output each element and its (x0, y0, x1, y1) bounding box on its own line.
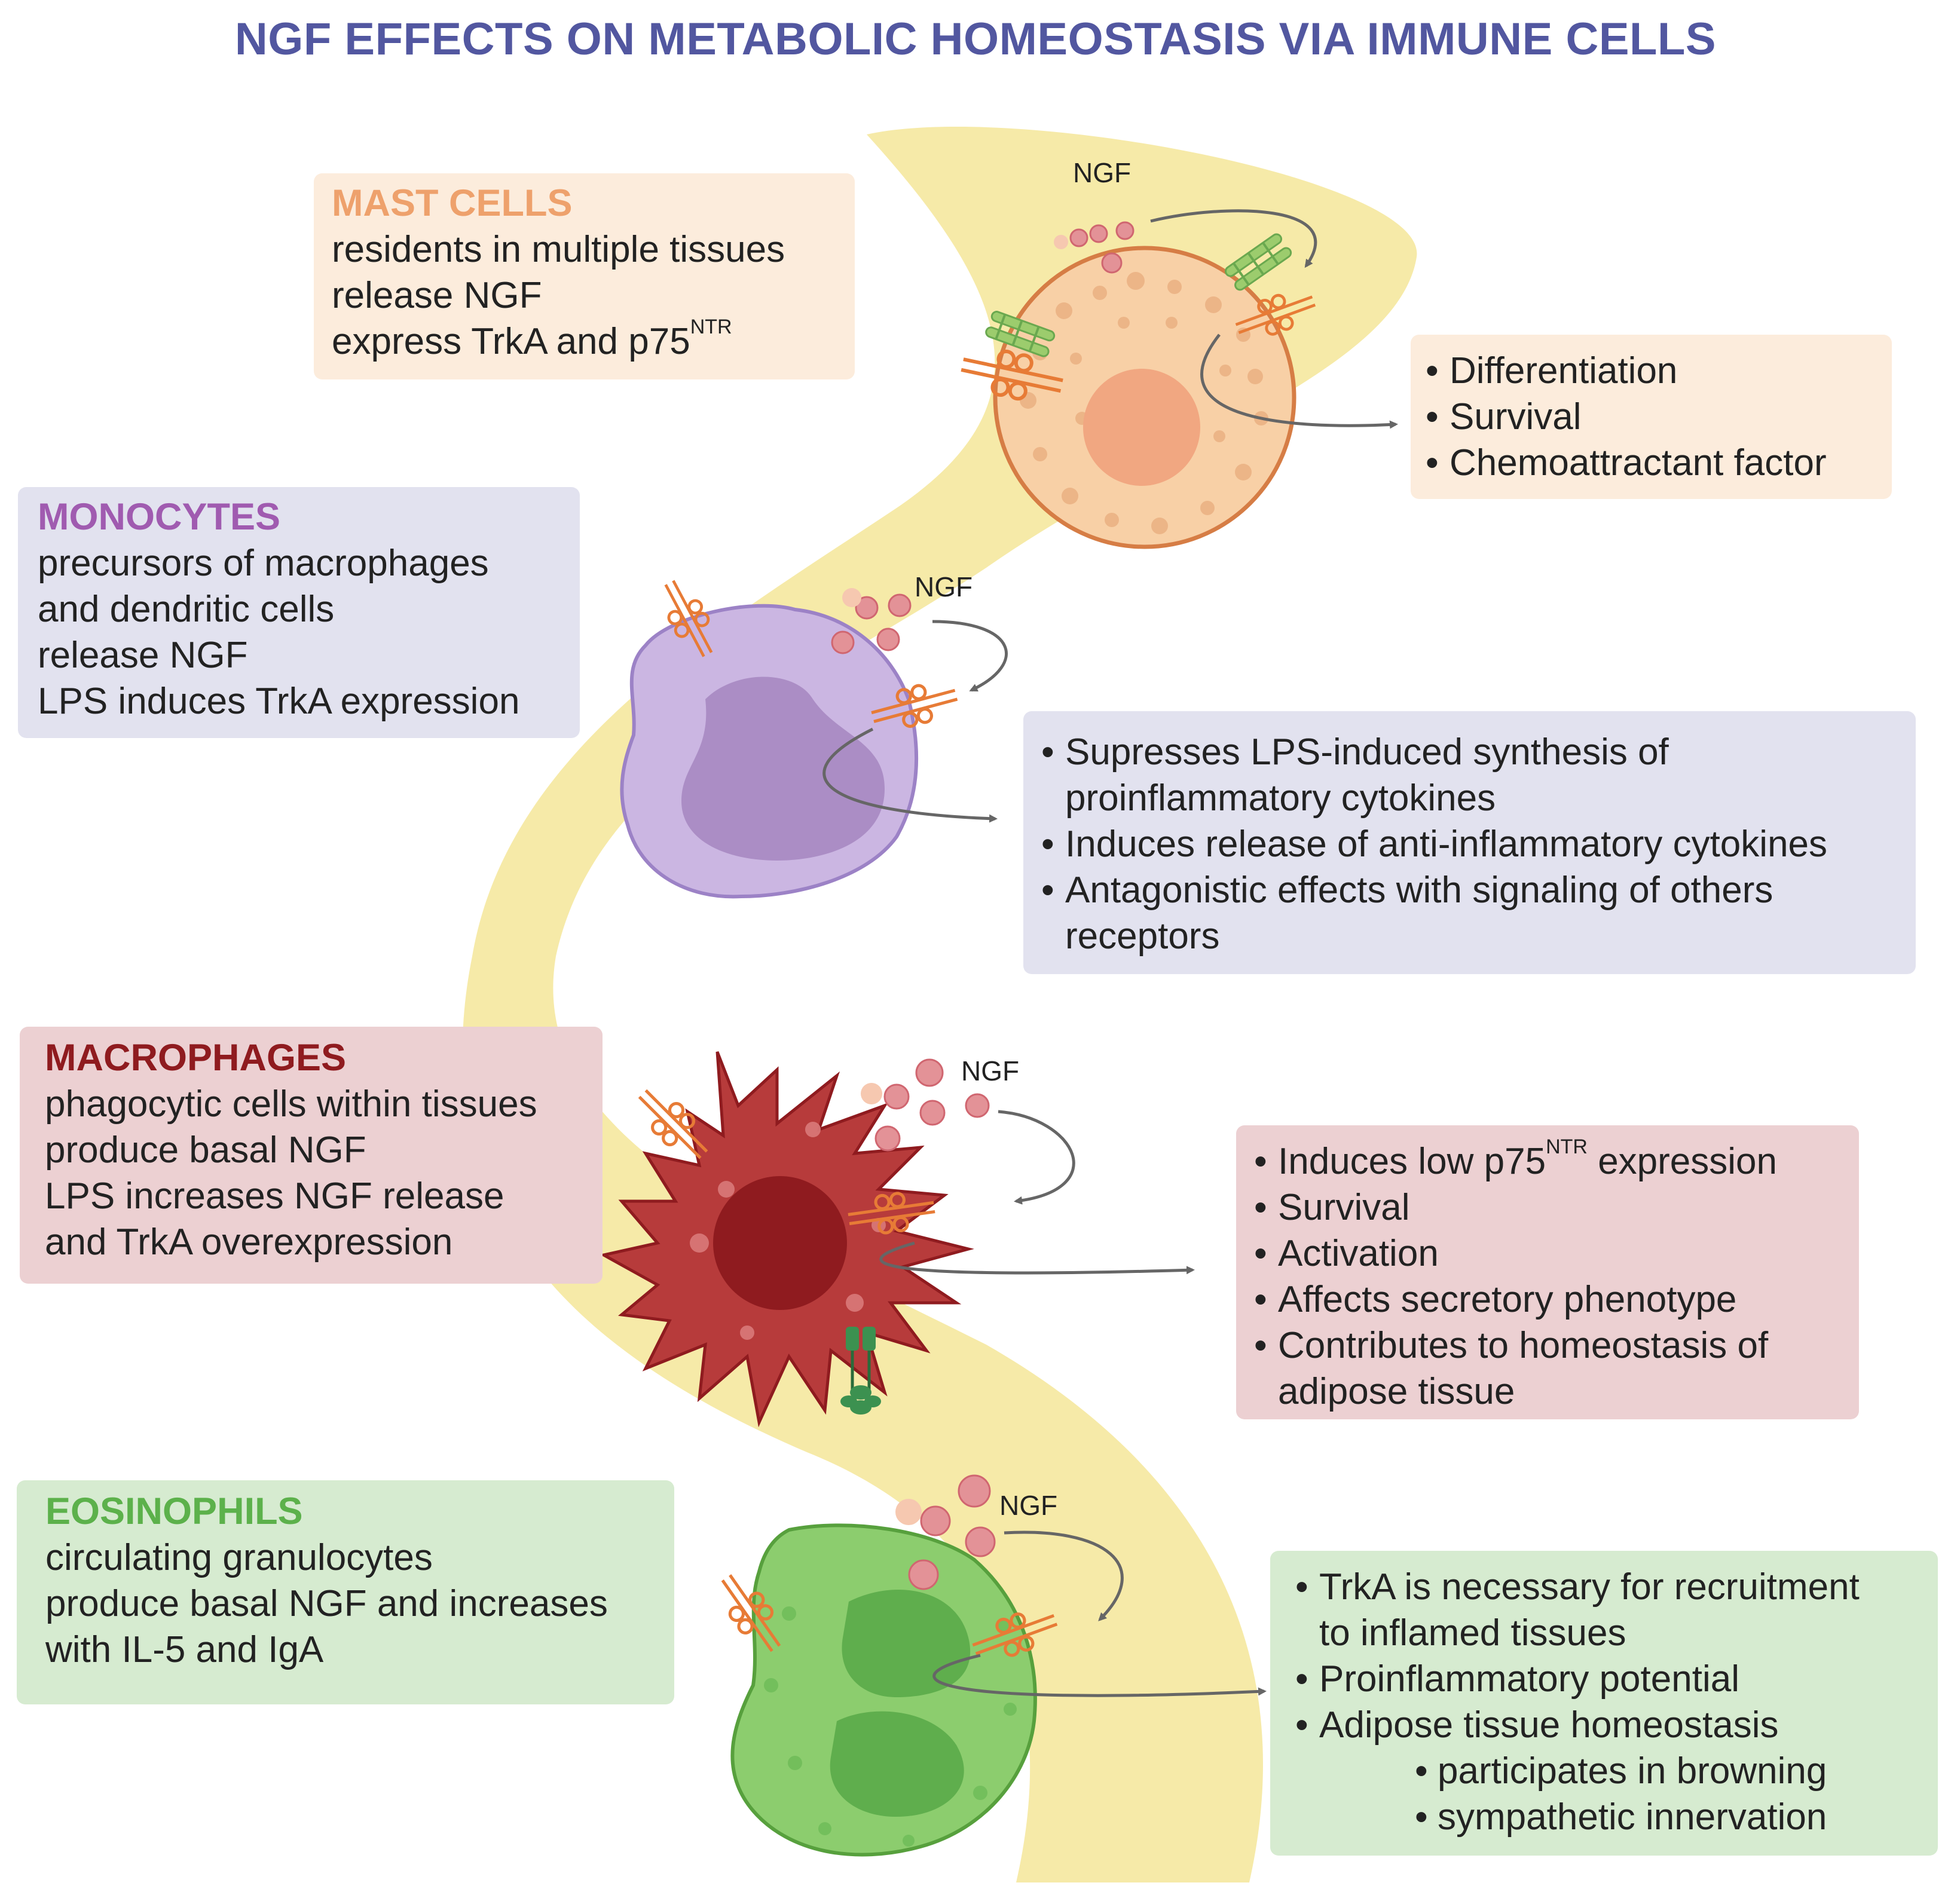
monocyte-effect-1-cont: proinflammatory cytokines (1065, 777, 1496, 819)
mast-effect-3-text: Chemoattractant factor (1450, 442, 1827, 483)
macrophages-heading: MACROPHAGES (45, 1037, 347, 1079)
bullet: • (1254, 1233, 1267, 1274)
mast-cells-heading: MAST CELLS (332, 182, 573, 224)
bullet: • (1041, 731, 1054, 773)
macrophages-line-2: produce basal NGF (45, 1129, 366, 1171)
eosinophils-box: EOSINOPHILS circulating granulocytes pro… (17, 1480, 674, 1704)
mast-effect-2: • Survival (1426, 394, 1892, 440)
macrophage-effect-2-text: Survival (1278, 1187, 1410, 1228)
monocytes-heading: MONOCYTES (38, 496, 281, 538)
mast-line-2: release NGF (332, 275, 542, 316)
macrophages-box: MACROPHAGES phagocytic cells within tiss… (20, 1027, 603, 1284)
mast-effects-box: • Differentiation • Survival • Chemoattract… (1411, 335, 1892, 499)
monocyte-effect-3: • Antagonistic effects with signaling of … (1041, 867, 1916, 913)
monocytes-effects-box: • Supresses LPS-induced synthesis of proi… (1023, 711, 1916, 974)
mast-effect-1-text: Differentiation (1450, 350, 1678, 391)
bullet: • (1295, 1704, 1308, 1746)
macrophage-effect-5-cont: adipose tissue (1278, 1371, 1515, 1412)
monocytes-line-2: and dendritic cells (38, 589, 335, 630)
macrophage-effect-1: • Induces low p75NTR expression (1254, 1135, 1859, 1184)
macrophages-line-4: and TrkA overexpression (45, 1222, 453, 1263)
eosinophils-heading: EOSINOPHILS (45, 1490, 303, 1532)
bullet: • (1254, 1141, 1267, 1182)
mast-line-3: express TrkA and p75NTR (332, 316, 855, 365)
bullet: • (1426, 396, 1439, 437)
macrophage-effect-4: • Affects secretory phenotype (1254, 1277, 1859, 1323)
macrophage-cell: NGF (600, 1051, 1195, 1428)
monocyte-cell: NGF (620, 571, 1008, 899)
monocyte-effect-3-text: Antagonistic effects with signaling of o… (1065, 870, 1773, 911)
mast-effect-1: • Differentiation (1426, 348, 1892, 394)
mast-line-1: residents in multiple tissues (332, 229, 785, 270)
macrophage-effect-1-sup: NTR (1546, 1135, 1588, 1158)
eosinophil-effect-3: • Adipose tissue homeostasis (1295, 1702, 1938, 1748)
monocytes-line-3: release NGF (38, 635, 248, 676)
macrophage-effect-3-text: Activation (1278, 1233, 1439, 1274)
monocytes-line-1: precursors of macrophages (38, 543, 489, 584)
monocyte-effect-2-text: Induces release of anti-inflammatory cyt… (1065, 824, 1828, 865)
mast-effect-2-text: Survival (1450, 396, 1582, 437)
monocyte-effect-2: • Induces release of anti-inflammatory cy… (1041, 821, 1916, 867)
eosinophils-line-2: produce basal NGF and increases (45, 1583, 608, 1624)
macrophage-effect-5-text: Contributes to homeostasis of (1278, 1325, 1769, 1366)
macrophages-effects-box: • Induces low p75NTR expression • Survival… (1236, 1125, 1859, 1419)
eosinophil-effect-2: • Proinflammatory potential (1295, 1656, 1938, 1702)
eosinophil-subeffect-2: •sympathetic innervation (1295, 1794, 1938, 1840)
eosinophil-effect-1: • TrkA is necessary for recruitment (1295, 1564, 1938, 1610)
eosinophil-subeffect-1: •participates in browning (1295, 1748, 1938, 1794)
monocyte-effect-1-text: Supresses LPS-induced synthesis of (1065, 731, 1669, 773)
monocyte-effect-1: • Supresses LPS-induced synthesis of (1041, 729, 1916, 775)
eosinophils-effects-box: • TrkA is necessary for recruitment to in… (1270, 1551, 1938, 1856)
macrophage-effect-1-text: Induces low p75 (1278, 1141, 1546, 1182)
eosinophil-subeffect-1-text: participates in browning (1438, 1750, 1827, 1792)
bullet: • (1041, 824, 1054, 865)
monocyte-effect-3-cont: receptors (1065, 916, 1220, 957)
bullet: • (1426, 350, 1439, 391)
bullet: • (1295, 1658, 1308, 1700)
macrophages-line-3: LPS increases NGF release (45, 1176, 504, 1217)
macrophage-effect-3: • Activation (1254, 1230, 1859, 1277)
monocytes-line-4: LPS induces TrkA expression (38, 681, 520, 722)
monocyte-ngf-label: NGF (915, 571, 973, 602)
mast-line-3-sup: NTR (690, 316, 732, 338)
mast-effect-3: • Chemoattractant factor (1426, 440, 1892, 486)
mast-cell: NGF (958, 157, 1398, 549)
mast-cells-box: MAST CELLS residents in multiple tissues… (314, 173, 855, 379)
bullet: • (1295, 1566, 1308, 1608)
macrophage-effect-4-text: Affects secretory phenotype (1278, 1279, 1737, 1320)
bullet: • (1254, 1279, 1267, 1320)
bullet: • (1415, 1796, 1428, 1838)
macrophage-effect-5: • Contributes to homeostasis of (1254, 1323, 1859, 1369)
mast-ngf-label: NGF (1073, 157, 1131, 188)
monocytes-box: MONOCYTES precursors of macrophages and … (18, 487, 580, 738)
eosinophil-effect-1-cont: to inflamed tissues (1319, 1612, 1626, 1654)
eosinophil-subeffect-2-text: sympathetic innervation (1438, 1796, 1827, 1838)
macrophage-effect-1-post: expression (1587, 1141, 1778, 1182)
bullet: • (1426, 442, 1439, 483)
eosinophil-effect-2-text: Proinflammatory potential (1319, 1658, 1739, 1700)
page-title: NGF EFFECTS ON METABOLIC HOMEOSTASIS VIA… (234, 14, 1717, 65)
bullet: • (1041, 870, 1054, 911)
bullet: • (1254, 1325, 1267, 1366)
mast-line-3-text: express TrkA and p75 (332, 321, 690, 362)
bullet: • (1415, 1750, 1428, 1792)
eosinophil-effect-3-text: Adipose tissue homeostasis (1319, 1704, 1779, 1746)
eosinophil-cell: NGF (711, 1474, 1267, 1857)
eosinophils-line-3: with IL-5 and IgA (45, 1629, 324, 1670)
macrophages-line-1: phagocytic cells within tissues (45, 1083, 537, 1125)
macrophage-ngf-label: NGF (961, 1055, 1019, 1086)
eosinophil-effect-1-text: TrkA is necessary for recruitment (1319, 1566, 1860, 1608)
bullet: • (1254, 1187, 1267, 1228)
eosinophils-line-1: circulating granulocytes (45, 1537, 433, 1578)
macrophage-effect-2: • Survival (1254, 1184, 1859, 1230)
eosinophil-ngf-label: NGF (999, 1490, 1057, 1521)
